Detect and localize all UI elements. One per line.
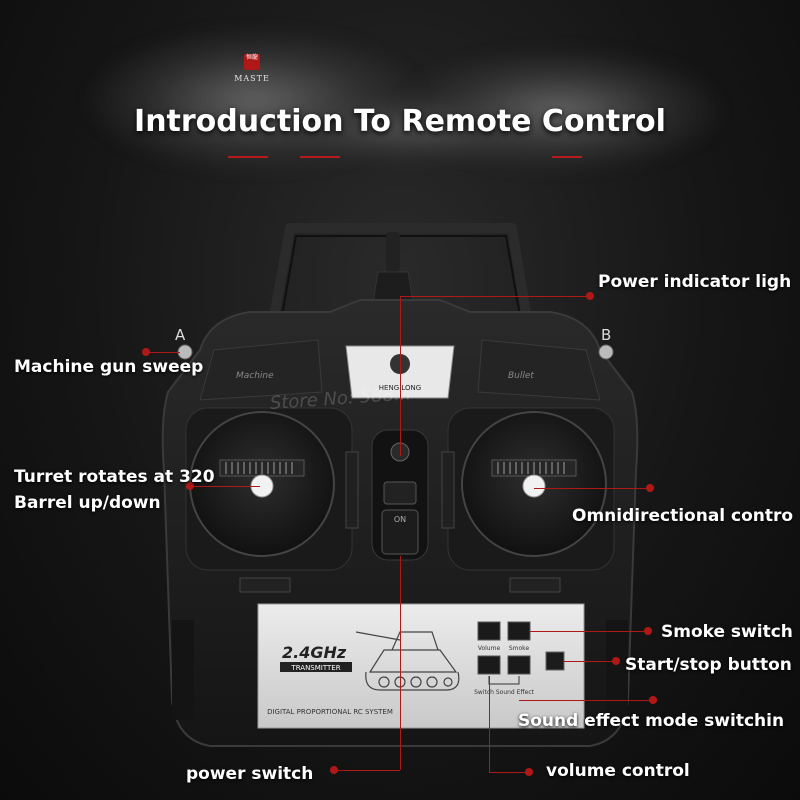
callout-volume-control: volume control <box>546 761 690 781</box>
callout-omnidirectional-control: Omnidirectional contro <box>572 506 794 526</box>
antenna-stub <box>386 232 400 272</box>
wire-power-switch-h <box>336 770 400 771</box>
callout-power-indicator-light: Power indicator ligh <box>598 272 792 292</box>
wire-turret <box>190 486 260 487</box>
title-underline-center <box>300 156 340 158</box>
volume-down-button[interactable] <box>477 655 501 675</box>
callout-turret-rotates: Turret rotates at 320 <box>14 467 215 487</box>
toggle-switch-b[interactable] <box>598 344 614 360</box>
dot-smoke <box>644 627 652 635</box>
wire-omni <box>534 488 650 489</box>
dot-power-indicator <box>586 292 594 300</box>
cloud-center <box>280 95 540 165</box>
dot-machine-gun <box>142 348 150 356</box>
wire-machine-gun <box>150 352 180 353</box>
dot-power-switch <box>330 766 338 774</box>
brand-name: MASTE <box>234 74 270 83</box>
wire-power-indicator <box>400 296 590 297</box>
smoke-button-label: Smoke <box>509 645 530 652</box>
right-stick[interactable] <box>522 474 546 498</box>
dot-sound-effect <box>649 696 657 704</box>
right-shoulder-label: Bullet <box>508 371 534 381</box>
start-stop-side-button[interactable] <box>545 651 565 671</box>
wire-power-indicator-v <box>400 296 401 456</box>
callout-start-stop-button: Start/stop button <box>625 655 792 675</box>
dot-turret <box>186 482 194 490</box>
sound-effect-button[interactable] <box>507 655 531 675</box>
power-switch-slot[interactable] <box>381 509 419 555</box>
wire-sound-effect <box>519 700 653 701</box>
volume-button-label: Volume <box>478 645 501 652</box>
transmitter-badge: TRANSMITTER <box>290 664 340 672</box>
callout-machine-gun-sweep: Machine gun sweep <box>14 357 204 377</box>
band-label: 2.4GHz <box>282 643 347 662</box>
dot-start-stop <box>612 657 620 665</box>
center-button[interactable] <box>383 481 417 505</box>
dot-omni <box>646 484 654 492</box>
wire-volume-h <box>489 772 529 773</box>
wire-start-stop <box>564 661 616 662</box>
dot-volume <box>525 768 533 776</box>
brand-logo: 恒龍 MASTE <box>234 54 270 83</box>
left-shoulder-label: Machine <box>236 371 274 381</box>
title-underline-left <box>228 156 268 158</box>
marker-a: A <box>175 326 186 344</box>
carry-handle <box>263 223 537 351</box>
system-label: DIGITAL PROPORTIONAL RC SYSTEM <box>267 708 393 716</box>
power-switch-on-label: ON <box>394 515 406 524</box>
volume-button[interactable] <box>477 621 501 641</box>
wire-smoke <box>530 631 648 632</box>
title-underline-right <box>552 156 582 158</box>
callout-smoke-switch: Smoke switch <box>661 622 793 642</box>
callout-barrel-up-down: Barrel up/down <box>14 493 161 513</box>
page-title: Introduction To Remote Control <box>134 104 666 139</box>
smoke-button[interactable] <box>507 621 531 641</box>
wire-power-switch <box>400 556 401 770</box>
wire-volume <box>489 676 490 772</box>
brand-seal: 恒龍 <box>244 54 260 70</box>
marker-b: B <box>601 326 612 344</box>
callout-sound-effect-mode: Sound effect mode switchin <box>518 711 785 731</box>
switch-sound-effect-label: Switch Sound Effect <box>474 689 534 696</box>
callout-power-switch: power switch <box>186 764 314 784</box>
